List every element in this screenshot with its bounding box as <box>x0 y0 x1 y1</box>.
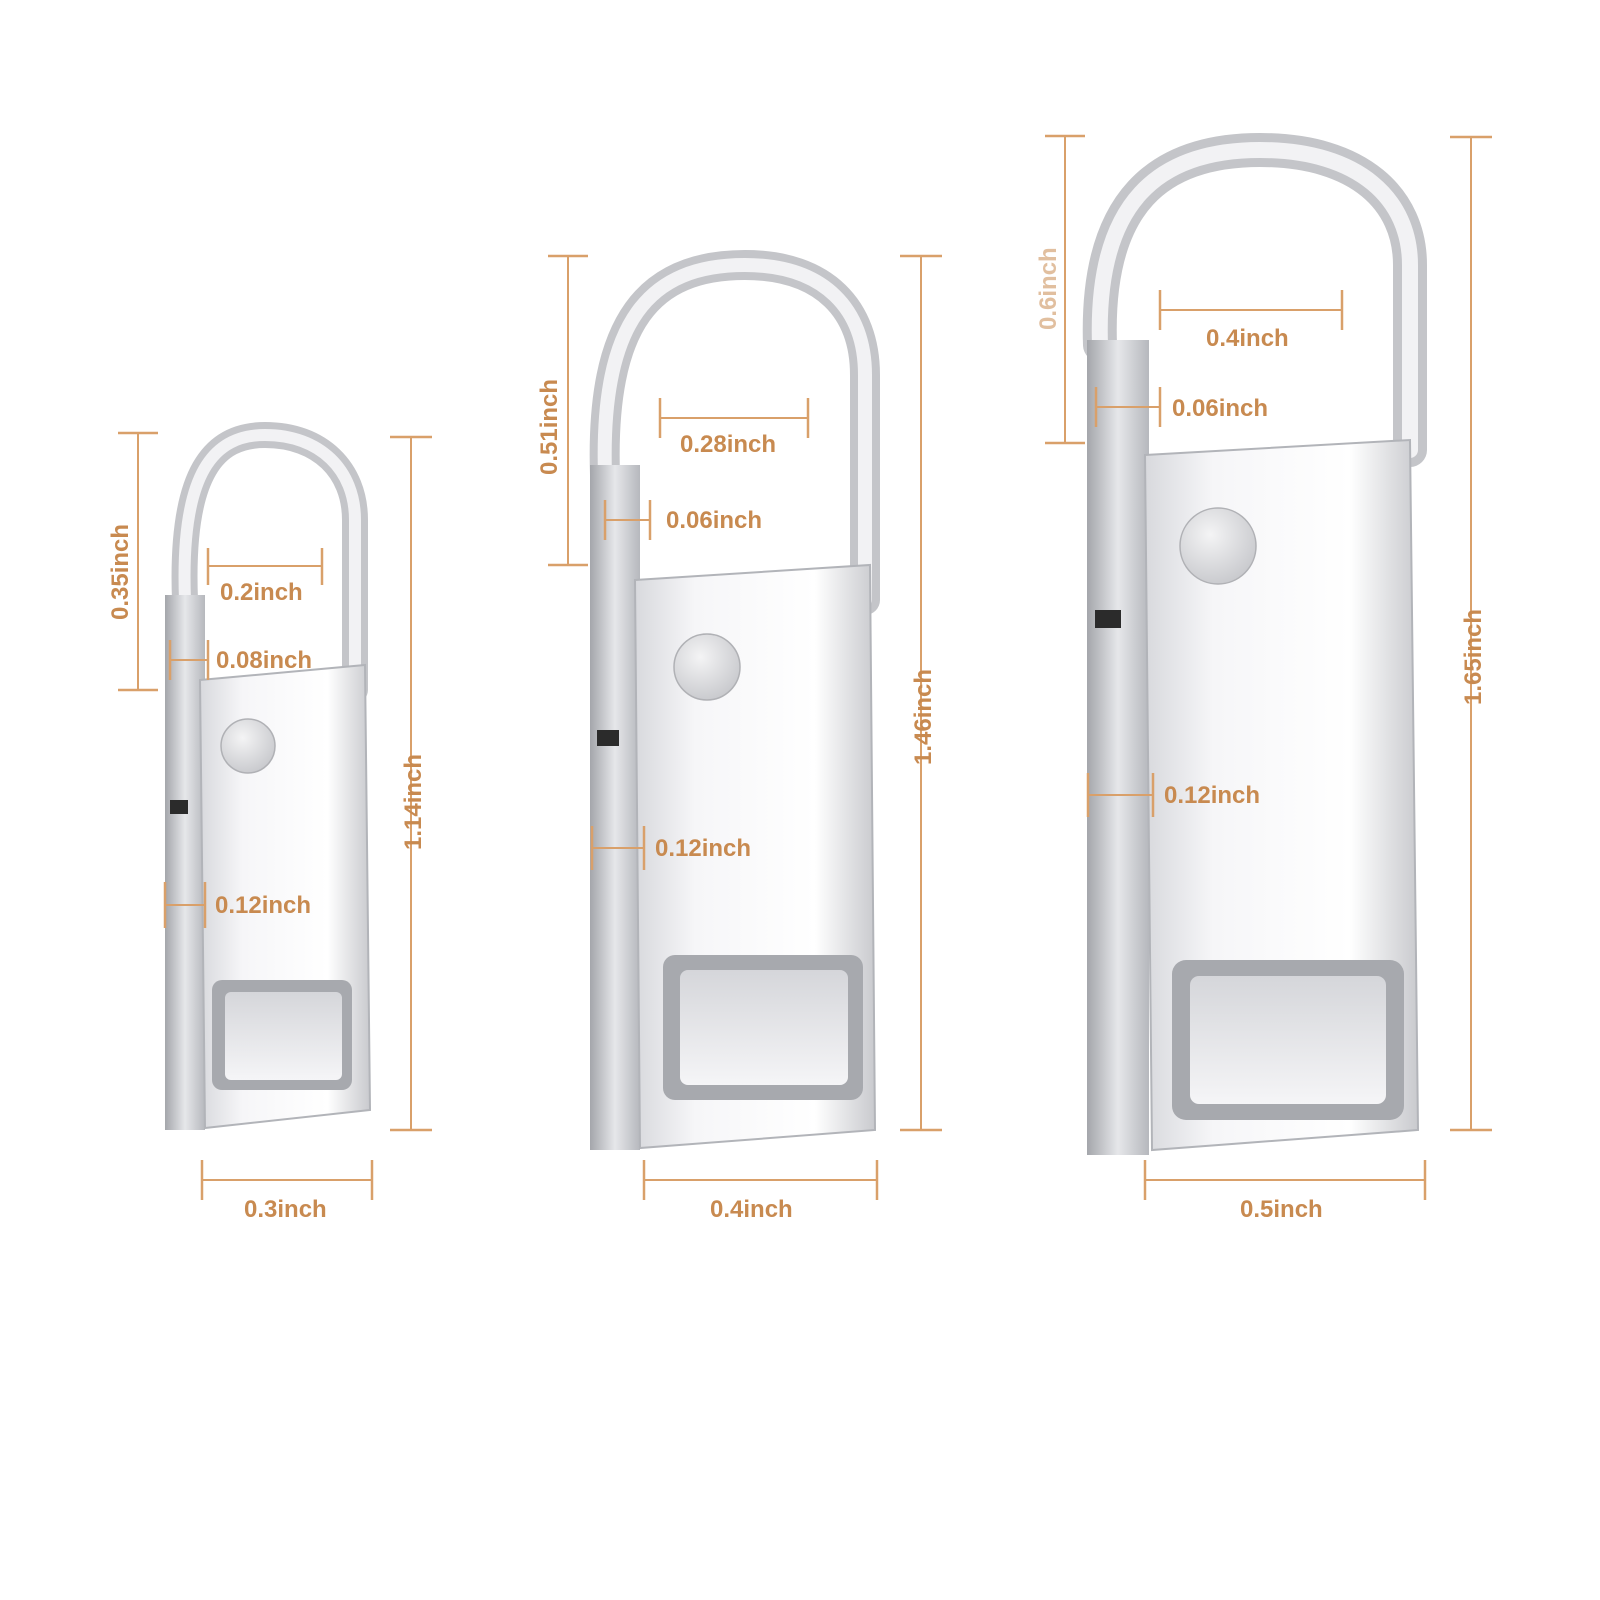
medium-hook-gap-label: 0.28inch <box>680 431 776 458</box>
medium-width-label: 0.4inch <box>710 1196 793 1223</box>
medium-side-thickness-label: 0.12inch <box>655 835 751 862</box>
puller-large-dimensions: 0.6inch 0.4inch 0.06inch 0.12inch 1.65in… <box>1035 134 1492 1223</box>
puller-small-body <box>165 421 372 1130</box>
large-hook-height-label: 0.6inch <box>1035 247 1062 330</box>
small-side-thickness-label: 0.12inch <box>215 892 311 919</box>
puller-small: 0.35inch 0.2inch 0.08inch 0.12inch 1.14i… <box>107 421 432 1223</box>
puller-medium-body <box>589 249 880 1150</box>
puller-large: 0.6inch 0.4inch 0.06inch 0.12inch 1.65in… <box>1035 132 1492 1223</box>
small-total-height-label: 1.14inch <box>400 754 427 850</box>
large-latch-width-label: 0.06inch <box>1172 395 1268 422</box>
medium-hook-height-label: 0.51inch <box>536 379 563 475</box>
puller-medium-dimensions: 0.51inch 0.28inch 0.06inch 0.12inch 1.46… <box>536 254 942 1223</box>
medium-total-height-label: 1.46inch <box>910 669 937 765</box>
puller-small-dimensions: 0.35inch 0.2inch 0.08inch 0.12inch 1.14i… <box>107 431 432 1223</box>
large-hook-gap-label: 0.4inch <box>1206 325 1289 352</box>
large-width-label: 0.5inch <box>1240 1196 1323 1223</box>
medium-latch-width-label: 0.06inch <box>666 507 762 534</box>
small-hook-height-label: 0.35inch <box>107 524 134 620</box>
puller-medium: 0.51inch 0.28inch 0.06inch 0.12inch 1.46… <box>536 249 942 1223</box>
large-total-height-label: 1.65inch <box>1460 609 1487 705</box>
large-side-thickness-label: 0.12inch <box>1164 782 1260 809</box>
small-latch-width-label: 0.08inch <box>216 647 312 674</box>
small-hook-gap-label: 0.2inch <box>220 579 303 606</box>
small-width-label: 0.3inch <box>244 1196 327 1223</box>
puller-large-body <box>1082 132 1427 1155</box>
